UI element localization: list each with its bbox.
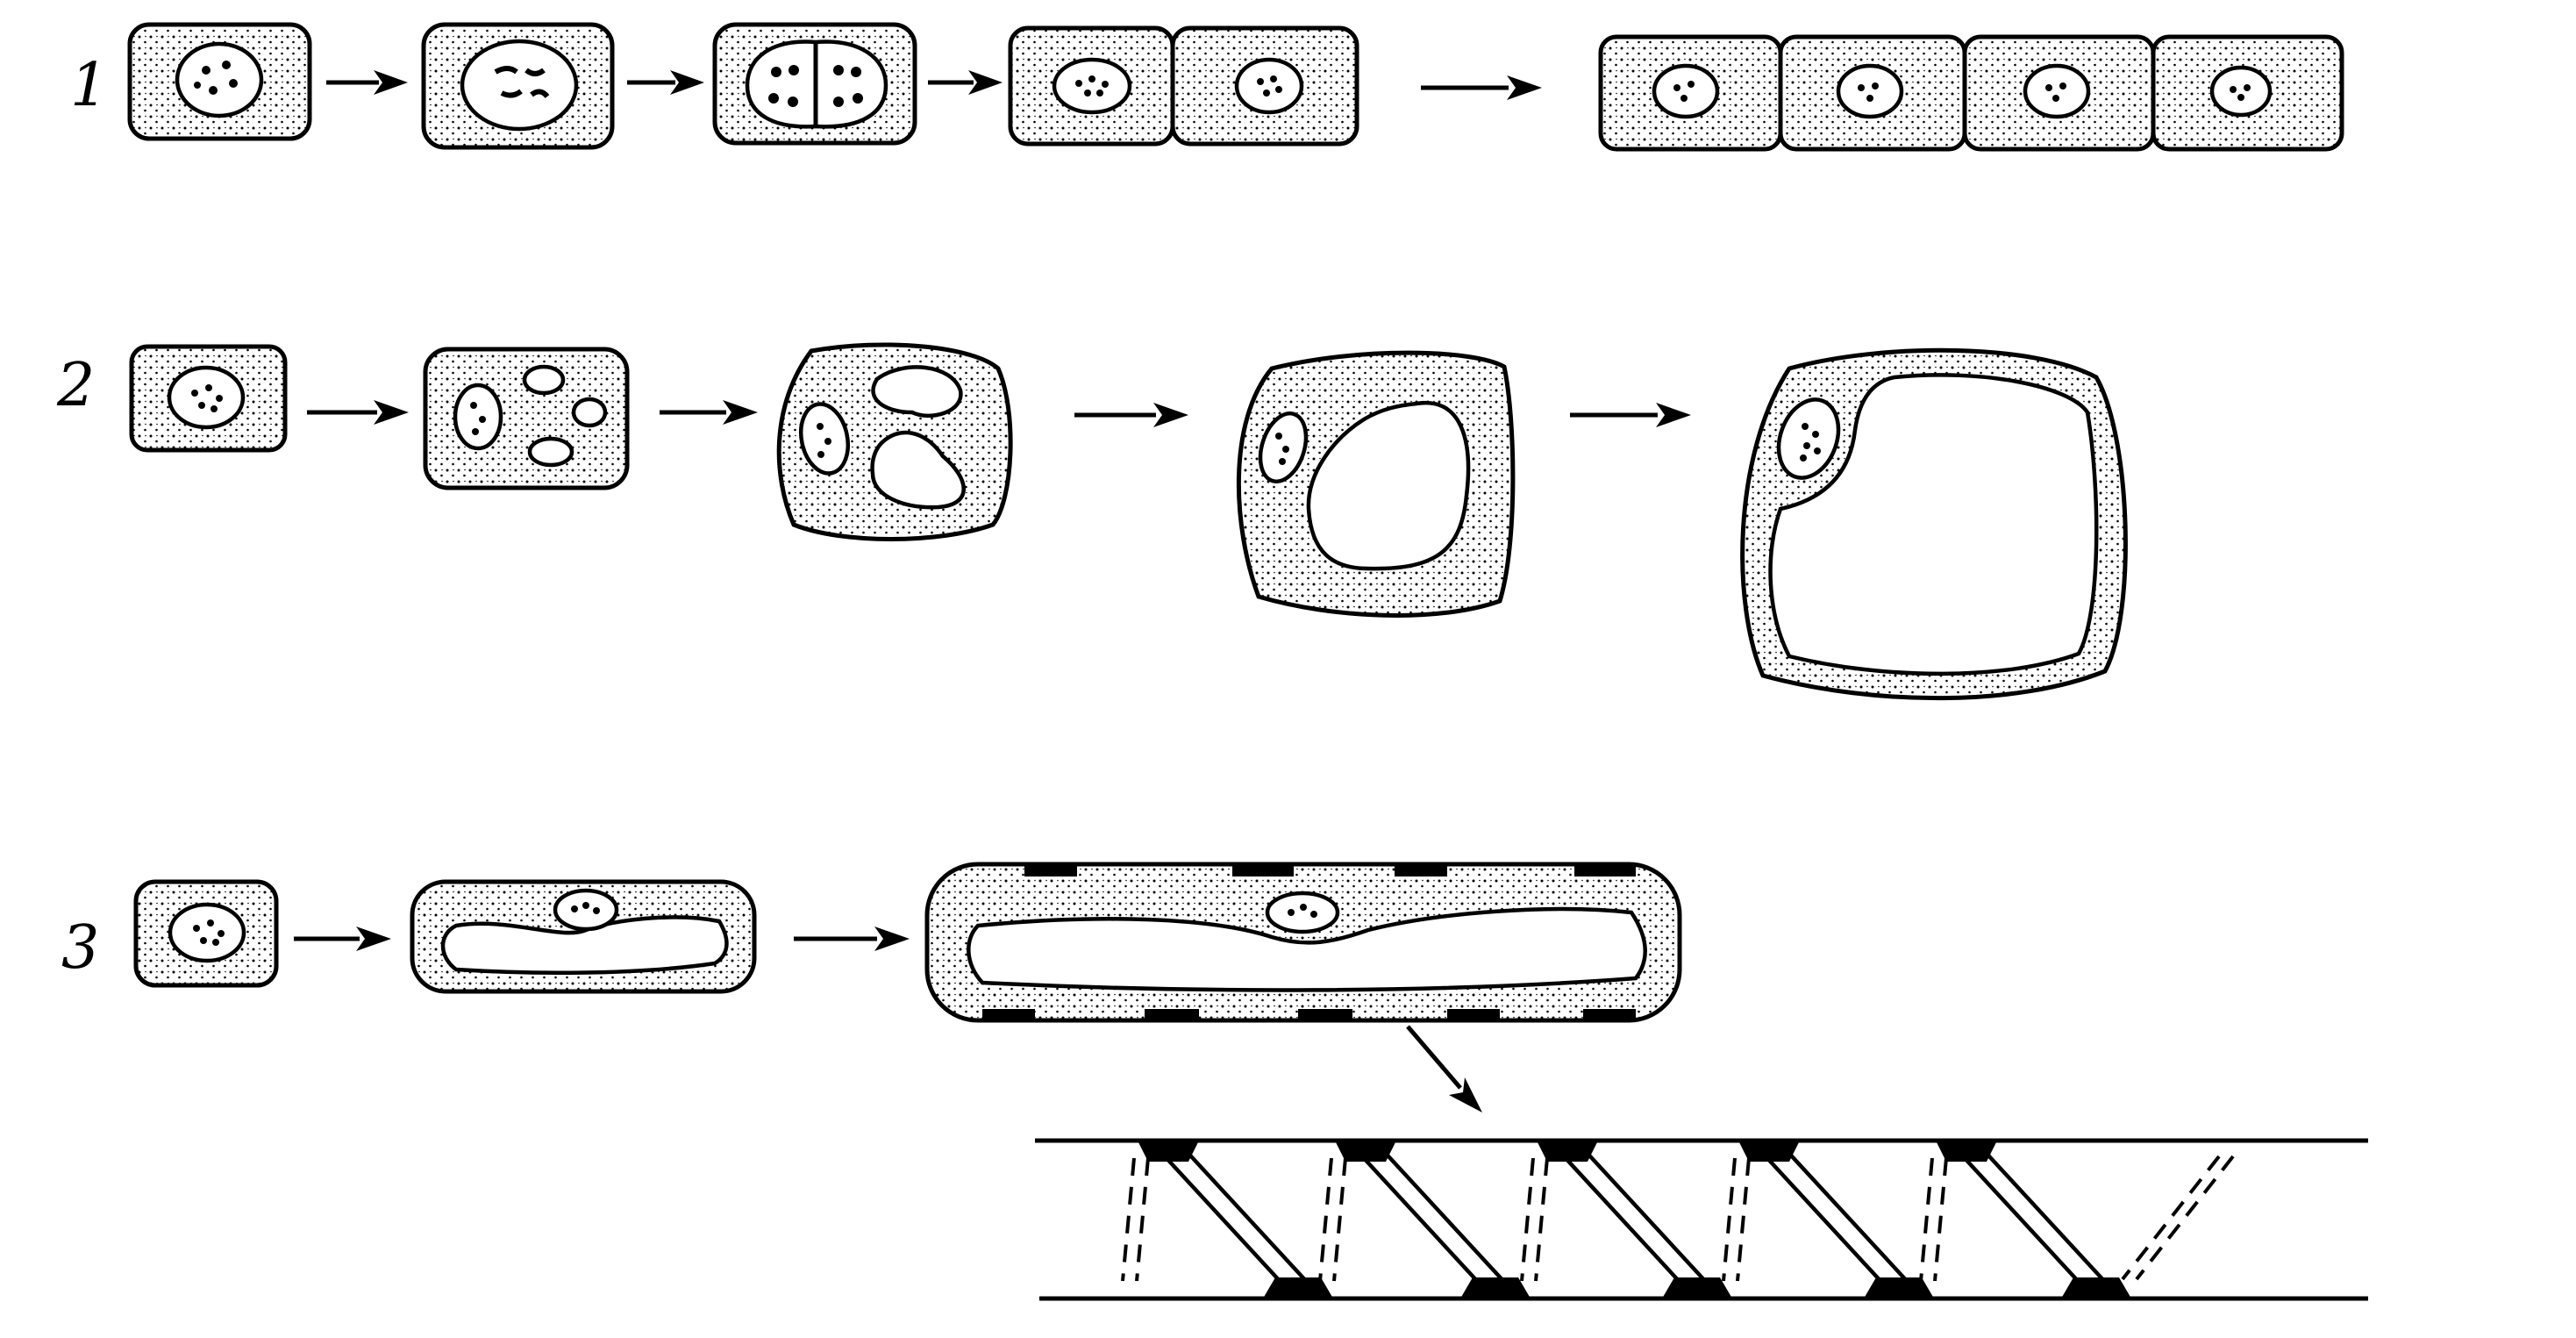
arrow-right-icon [1570, 403, 1691, 427]
vacuole [571, 397, 608, 428]
daughter-cells-pair [1008, 25, 1359, 147]
spiral-band-back [1919, 1157, 1934, 1282]
nucleus [1234, 57, 1304, 115]
wall-knot-top [1138, 1141, 1199, 1162]
spiral-thickening-detail [1035, 1138, 2368, 1301]
nucleus [2209, 65, 2273, 118]
four-cell-row [1598, 34, 2344, 152]
nucleus [798, 402, 851, 476]
nucleus [1836, 63, 1904, 119]
parenchyma-cell-stage-1 [129, 344, 288, 453]
vacuole [871, 365, 963, 418]
arrow-right-icon [326, 70, 408, 95]
spiral-band-back [2135, 1155, 2235, 1281]
wall-knot-top [1335, 1141, 1396, 1162]
spiral-band-back [1332, 1157, 1347, 1282]
wall-knot-top [1537, 1141, 1598, 1162]
nucleus [168, 902, 246, 963]
elongating-cell-stage-1 [133, 879, 279, 988]
vacuole [870, 430, 966, 510]
nucleus [1652, 63, 1720, 119]
nucleus [1265, 891, 1340, 934]
spiral-band-front [1150, 1143, 1323, 1296]
nucleus [2023, 63, 2091, 119]
spiral-band-front [1751, 1143, 1923, 1296]
parenchyma-cell-stage-5 [1740, 347, 2128, 701]
spiral-band-back [1121, 1157, 1136, 1282]
row-1-cell-division [127, 22, 2344, 152]
elongating-cell-stage-3 [924, 862, 1682, 1023]
spiral-bands [1121, 1141, 2235, 1299]
wall-knot-bottom [1864, 1277, 1934, 1299]
arrow-right-icon [294, 927, 391, 951]
arrow-down-right-icon [1406, 1025, 1482, 1113]
spiral-band-front [1549, 1143, 1722, 1296]
nucleus [1776, 397, 1841, 480]
row-label-3: 3 [61, 913, 99, 983]
nucleus [1052, 57, 1132, 115]
nucleus [553, 888, 619, 932]
dividing-cell-stage-2 [421, 22, 615, 150]
elongating-cell-stage-2 [410, 879, 757, 994]
vacuole [522, 364, 566, 396]
arrow-right-icon [1074, 403, 1188, 427]
parenchyma-cell-stage-4 [1236, 350, 1516, 618]
spiral-band-front [1948, 1143, 2121, 1296]
parenchyma-cell-stage-2 [423, 347, 630, 490]
dividing-cell-stage-3 [712, 22, 917, 146]
vacuole [1768, 373, 2099, 676]
arrow-right-icon [928, 70, 1003, 95]
wall-knot-bottom [2061, 1277, 2131, 1299]
vacuole [1306, 400, 1471, 571]
wall-knot-bottom [1662, 1277, 1732, 1299]
spiral-band-back [1520, 1157, 1535, 1282]
parenchyma-cell-stage-3 [776, 342, 1013, 541]
vacuole [527, 436, 574, 468]
spiral-band-back [1135, 1157, 1150, 1282]
nucleus [167, 365, 246, 430]
dividing-cell-stage-1 [127, 22, 312, 141]
wall-knot-top [1738, 1141, 1800, 1162]
spiral-band-back [1933, 1157, 1948, 1282]
spiral-band-back [1318, 1157, 1333, 1282]
vacuole [440, 915, 729, 975]
nucleus [460, 39, 579, 132]
arrow-right-icon [1421, 75, 1542, 100]
vacuole [967, 906, 1647, 992]
arrow-right-icon [307, 400, 409, 425]
row-label-2: 2 [56, 351, 95, 420]
row-2-vacuolation [129, 342, 2128, 701]
row-3-elongation [133, 862, 2368, 1301]
wall-knot-top [1936, 1141, 1997, 1162]
nucleus [453, 383, 503, 451]
spiral-band-back [1534, 1157, 1549, 1282]
wall-knot-bottom [1263, 1277, 1333, 1299]
arrow-right-icon [627, 70, 704, 95]
wall-knot-bottom [1460, 1277, 1531, 1299]
spiral-band-back [1722, 1157, 1737, 1282]
arrow-right-icon [660, 400, 758, 425]
row-label-1: 1 [70, 51, 108, 120]
nucleus [175, 41, 264, 118]
spiral-band-back [2121, 1155, 2221, 1281]
arrow-right-icon [794, 927, 910, 951]
spiral-band-front [1347, 1143, 1520, 1296]
spiral-band-back [1736, 1157, 1751, 1282]
